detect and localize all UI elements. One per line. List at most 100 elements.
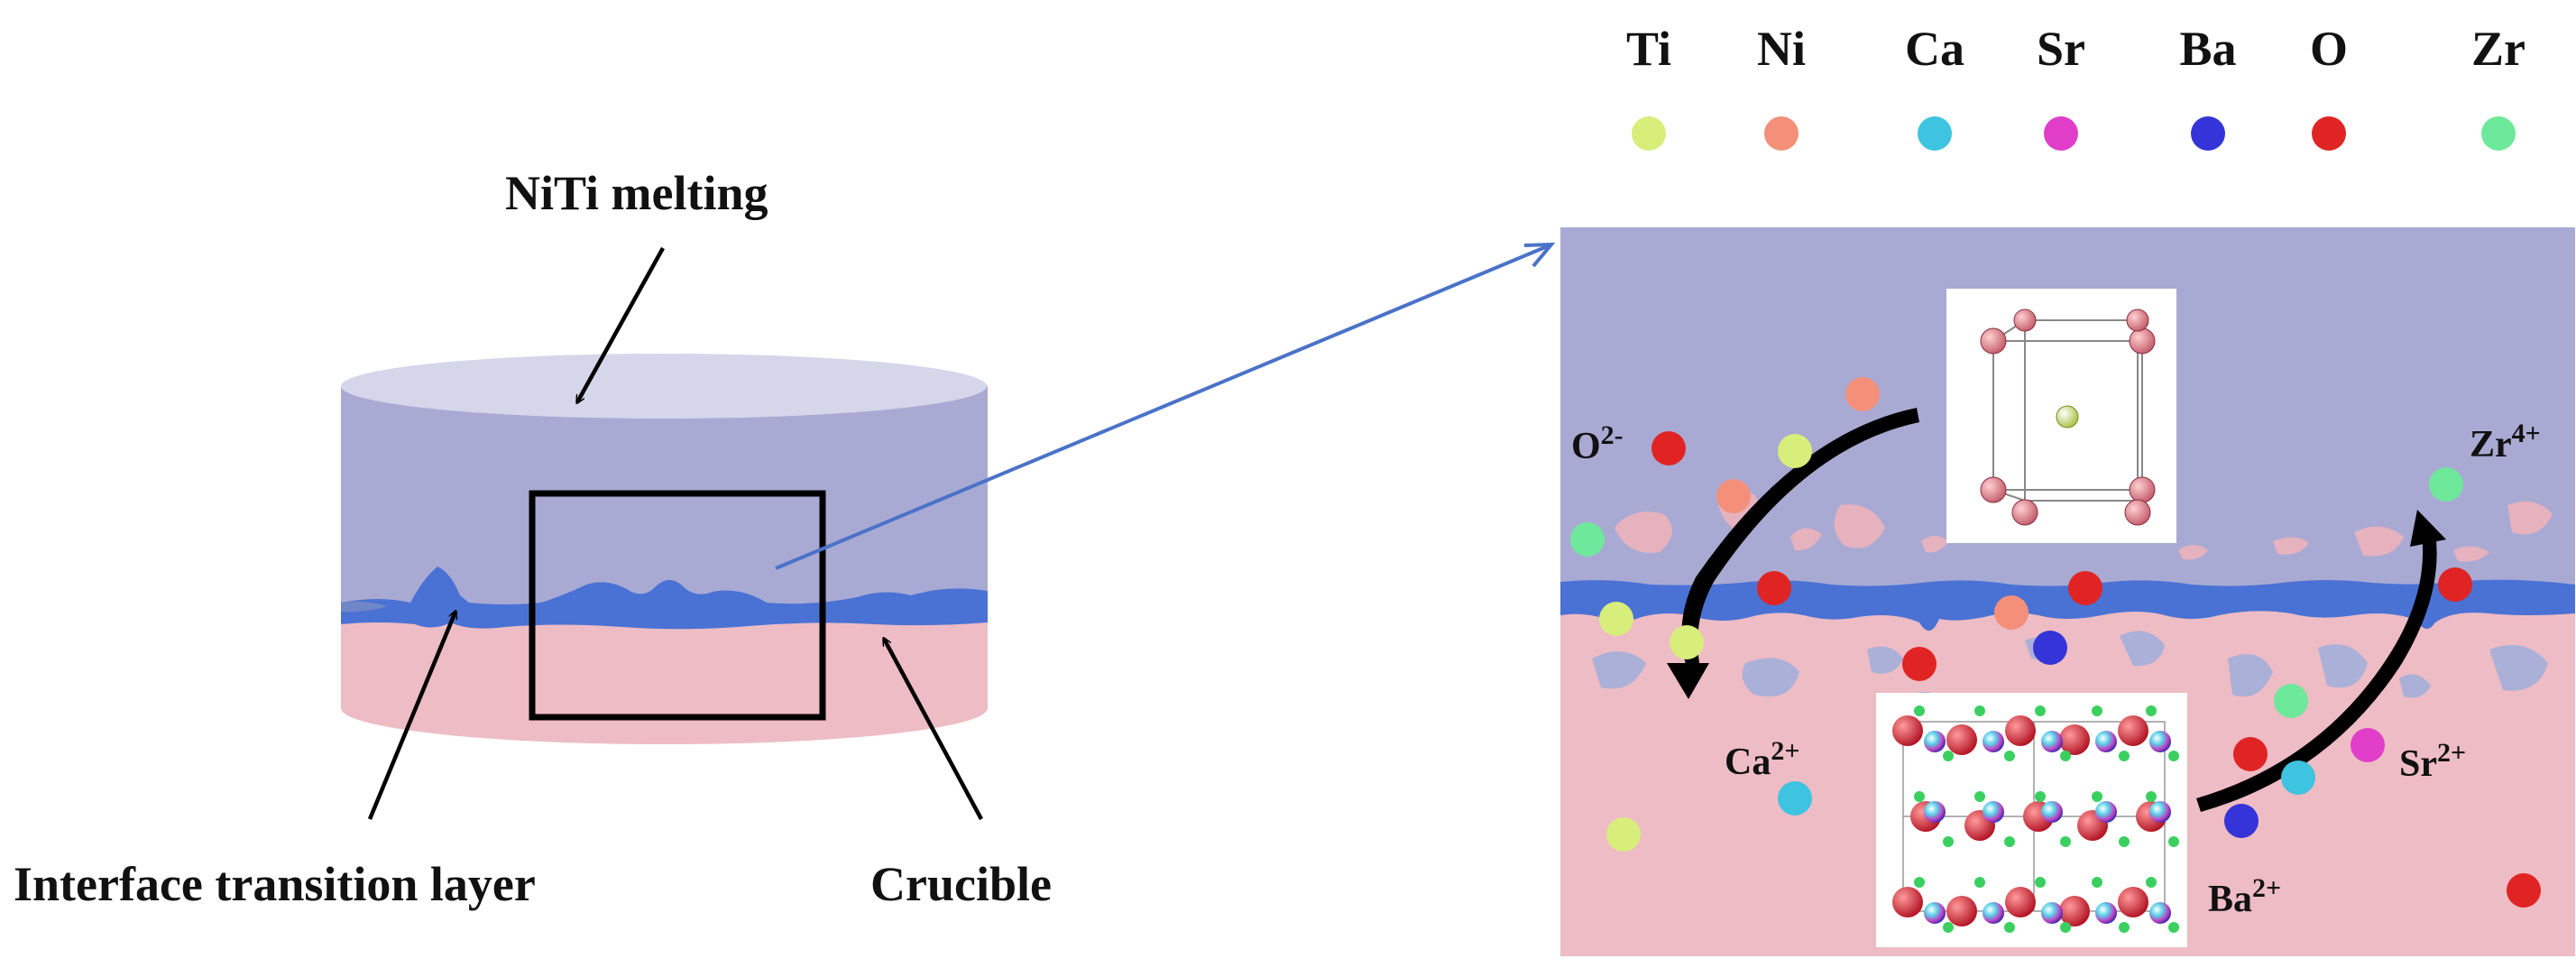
melt-top-surface xyxy=(341,354,987,419)
ion-label-ca: Ca2+ xyxy=(1725,736,1799,783)
perovskite-atom-zr xyxy=(1943,836,1954,847)
perovskite-atom-o xyxy=(2005,715,2036,746)
perovskite-atom-zr xyxy=(1943,751,1954,761)
perovskite-atom-zr xyxy=(2119,836,2130,847)
perovskite-atom-cation xyxy=(2095,902,2117,924)
atom-ni xyxy=(1994,595,2029,630)
perovskite-atom-o xyxy=(1946,896,1977,926)
legend-dot-ba xyxy=(2191,116,2225,151)
perovskite-atom-zr xyxy=(1914,791,1925,802)
atom-ca xyxy=(1778,781,1812,816)
perovskite-atom-zr xyxy=(1974,877,1985,888)
atom-ti xyxy=(1670,625,1704,659)
perovskite-atom-zr xyxy=(2035,705,2046,716)
perovskite-atom-o xyxy=(2005,887,2036,917)
perovskite-atom-cation xyxy=(2041,902,2063,924)
zoom-arrow xyxy=(775,244,1550,570)
atom-zr xyxy=(1570,522,1605,557)
perovskite-atom-o xyxy=(1892,715,1923,746)
right-diffusion-arrow-head xyxy=(2410,510,2446,547)
atom-o xyxy=(2233,737,2268,771)
legend-dot-ca xyxy=(1918,116,1952,151)
perovskite-atom-cation xyxy=(2041,801,2063,823)
atom-ni xyxy=(1716,479,1751,513)
ion-label-o: O2- xyxy=(1571,420,1624,467)
melt-inclusions xyxy=(1615,492,2553,562)
perovskite-atom-zr xyxy=(2146,705,2157,716)
perovskite-atom-zr xyxy=(2035,791,2046,802)
legend-dot-zr xyxy=(2481,116,2516,151)
perovskite-atom-cation xyxy=(2149,801,2171,823)
perovskite-atom-o xyxy=(2118,715,2148,746)
perovskite-atom-zr xyxy=(2092,791,2102,802)
atom-ni xyxy=(1845,377,1880,411)
perovskite-atom-zr xyxy=(2060,922,2071,933)
atom-ba xyxy=(2033,631,2067,665)
perovskite-atom-cation xyxy=(2149,902,2171,924)
melt-body xyxy=(341,386,988,613)
zoom-box xyxy=(529,490,826,721)
atom-o xyxy=(2507,873,2541,908)
atom-o xyxy=(1651,431,1686,465)
legend-dot-ni xyxy=(1764,116,1799,151)
crucible-label: Crucible xyxy=(870,857,1052,911)
atom-ba xyxy=(2224,804,2259,838)
left-diffusion-arrow xyxy=(1681,408,1919,668)
niti-melting-label: NiTi melting xyxy=(505,166,768,220)
interface-flank xyxy=(341,601,388,613)
perovskite-atom-o xyxy=(2118,887,2148,917)
perovskite-atom-zr xyxy=(1943,922,1954,933)
legend-symbol-ti: Ti xyxy=(1626,22,1671,76)
crucible-pointer-arrow xyxy=(882,639,983,821)
ion-label-zr: Zr4+ xyxy=(2470,419,2541,465)
crucible-body xyxy=(341,613,988,745)
melting-pointer-arrow xyxy=(575,246,665,402)
perovskite-atom-cation xyxy=(1983,731,2004,752)
perovskite-atom-zr xyxy=(2060,751,2071,761)
legend-symbol-ba: Ba xyxy=(2179,22,2236,76)
perovskite-atom-o xyxy=(2059,896,2090,926)
perovskite-atom-zr xyxy=(1974,705,1985,716)
atom-o xyxy=(2068,571,2102,605)
perovskite-atom-zr xyxy=(1914,877,1925,888)
perovskite-atom-zr xyxy=(2146,791,2157,802)
interface-layer-label: Interface transition layer xyxy=(14,857,536,911)
perovskite-atom-zr xyxy=(2092,877,2102,888)
interface-pointer-arrow xyxy=(367,612,455,820)
interface-layer xyxy=(341,567,988,630)
legend-symbol-sr: Sr xyxy=(2037,22,2085,76)
perovskite-atom-cation xyxy=(2095,801,2117,823)
perovskite-atom-zr xyxy=(2035,877,2046,888)
atom-zr xyxy=(2429,467,2463,502)
crucible-cylinder xyxy=(341,354,988,745)
perovskite-atom-zr xyxy=(1974,791,1985,802)
perovskite-atom-zr xyxy=(2060,836,2071,847)
perovskite-atom-zr xyxy=(2004,751,2015,761)
perovskite-atom-cation xyxy=(2095,731,2117,752)
perovskite-atom-cation xyxy=(1924,801,1946,823)
ion-label-ba: Ba2+ xyxy=(2208,873,2281,920)
atom-ca xyxy=(2281,760,2315,795)
perovskite-atom-cation xyxy=(2041,731,2063,752)
legend-symbol-ni: Ni xyxy=(1757,22,1806,76)
legend-dot-sr xyxy=(2044,116,2078,151)
perovskite-atom-zr xyxy=(1914,705,1925,716)
perovskite-atom-cation xyxy=(2149,731,2171,752)
perovskite-atom-zr xyxy=(2119,922,2130,933)
perovskite-atom-zr xyxy=(2146,877,2157,888)
perovskite-atom-zr xyxy=(2004,922,2015,933)
perovskite-atom-cation xyxy=(1983,902,2004,924)
perovskite-atom-cation xyxy=(1924,731,1946,752)
perovskite-atom-zr xyxy=(2119,751,2130,761)
perovskite-atom-zr xyxy=(2168,751,2179,761)
perovskite-atom-zr xyxy=(2168,836,2179,847)
perovskite-atom-o xyxy=(1892,887,1923,917)
perovskite-atom-cation xyxy=(1983,801,2004,823)
right-diffusion-arrow xyxy=(2196,532,2437,812)
atom-sr xyxy=(2351,728,2385,762)
atom-o xyxy=(1757,571,1791,605)
perovskite-atom-zr xyxy=(2004,836,2015,847)
scattered-atoms xyxy=(1570,377,2541,908)
